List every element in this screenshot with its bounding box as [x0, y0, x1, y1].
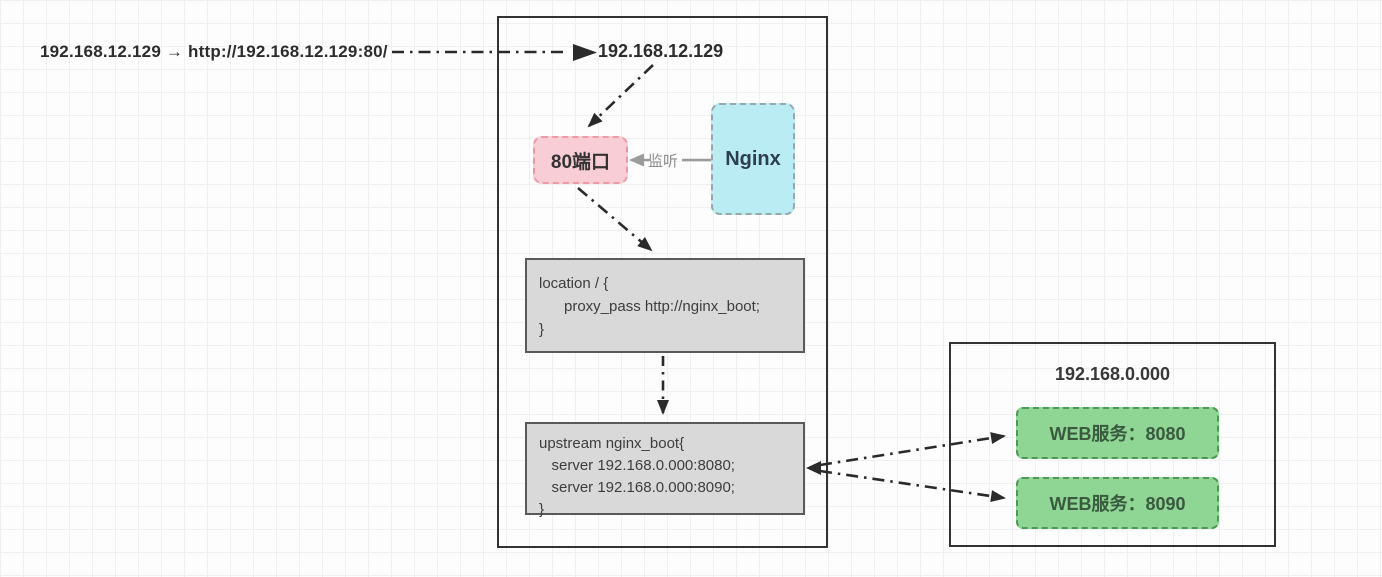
listen-arrow-label: 监听	[648, 153, 679, 170]
nginx-server-container	[497, 16, 828, 548]
server-ip-title: 192.168.12.129	[598, 41, 724, 61]
web-service-8080-node: WEB服务：8080	[1016, 407, 1219, 459]
web-service-8090-node: WEB服务：8090	[1016, 477, 1219, 529]
port-80-node: 80端口	[533, 136, 628, 184]
backend-ip-title: 192.168.0.000	[1054, 364, 1171, 384]
nginx-label: Nginx	[725, 147, 781, 170]
web-service-8080-label: WEB服务：8080	[1049, 424, 1186, 444]
web-service-8090-label: WEB服务：8090	[1049, 494, 1186, 514]
upstream-config-block: upstream nginx_boot{ server 192.168.0.00…	[525, 422, 805, 518]
nginx-node: Nginx	[711, 103, 795, 215]
port-80-label: 80端口	[550, 151, 611, 173]
client-request-label: 192.168.12.129 → http://192.168.12.129:8…	[40, 42, 388, 61]
location-config-block: location / { proxy_pass http://nginx_boo…	[525, 258, 805, 353]
